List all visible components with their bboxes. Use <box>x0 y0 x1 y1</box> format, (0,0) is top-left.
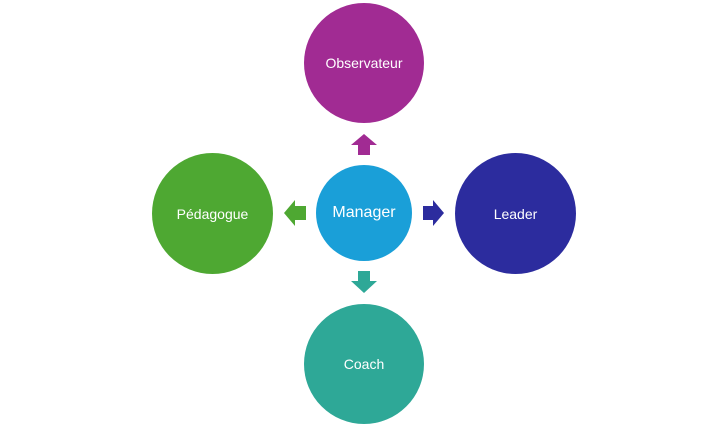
node-coach: Coach <box>304 304 424 424</box>
node-observateur: Observateur <box>304 3 424 123</box>
node-label-coach: Coach <box>343 356 385 372</box>
center-node-label: Manager <box>332 204 396 221</box>
node-label-leader: Leader <box>493 205 538 222</box>
arrow-up-icon <box>351 134 377 155</box>
arrow-right-icon <box>423 200 444 226</box>
node-leader: Leader <box>455 153 576 274</box>
node-label-observateur: Observateur <box>325 55 403 71</box>
node-label-pedagogue: Pédagogue <box>176 205 249 222</box>
arrow-down-icon <box>351 271 377 293</box>
arrow-left-icon <box>284 200 306 226</box>
node-pedagogue: Pédagogue <box>152 153 273 274</box>
center-node-manager: Manager <box>316 165 412 261</box>
